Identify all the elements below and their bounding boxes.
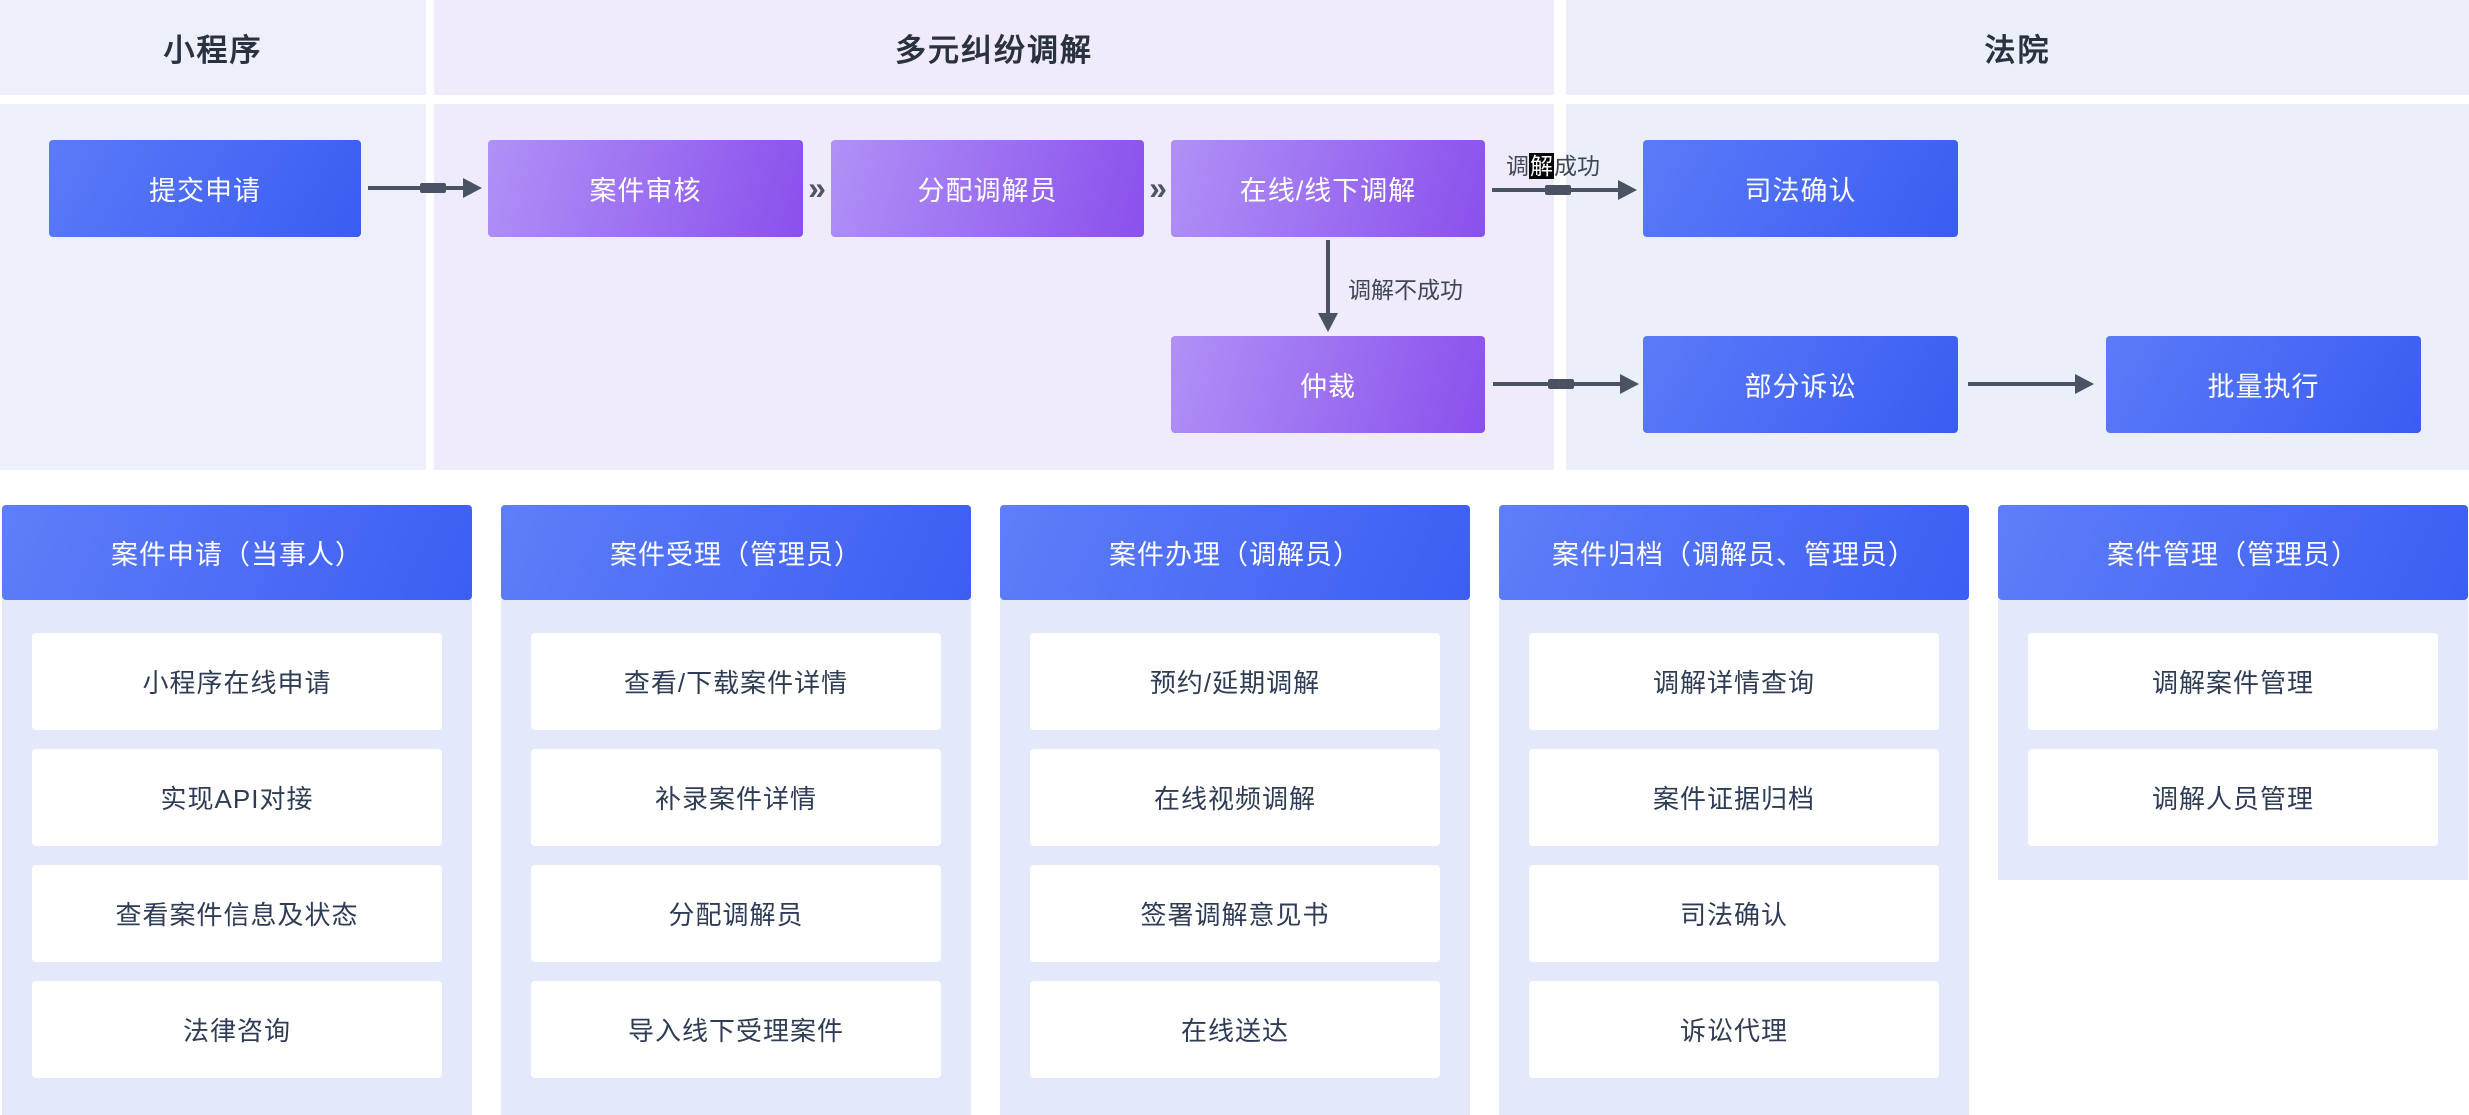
feature-card-label: 法律咨询 [182, 1016, 291, 1046]
flow-node-judicial-confirmation: 司法确认 [1643, 140, 1958, 237]
arrow-connector-mark [420, 183, 446, 193]
column-header-label: 案件申请（当事人） [111, 540, 363, 570]
label-fail-text: 调解不成功 [1348, 277, 1463, 303]
feature-card-label: 预约/延期调解 [1149, 668, 1321, 698]
flow-node-case-review: 案件审核 [488, 140, 803, 237]
feature-card: 调解案件管理 [2028, 633, 2438, 730]
label-mediation-success: 调解成功 [1506, 147, 1600, 181]
flow-node-assign-mediator: 分配调解员 [831, 140, 1144, 237]
flow-node-label: 分配调解员 [917, 176, 1058, 206]
feature-card: 司法确认 [1529, 865, 1939, 962]
column-header-label: 案件管理（管理员） [2107, 540, 2359, 570]
flow-node-label: 案件审核 [589, 176, 702, 206]
feature-card: 预约/延期调解 [1030, 633, 1440, 730]
column-header-case-acceptance: 案件受理（管理员） [501, 505, 971, 600]
flow-node-label: 司法确认 [1744, 176, 1857, 206]
chevron-glyph: » [808, 170, 826, 206]
lane-title-court: 法院 [1984, 33, 2051, 68]
flow-node-label: 在线/线下调解 [1239, 176, 1417, 206]
feature-card-label: 诉讼代理 [1679, 1016, 1788, 1046]
feature-card: 调解详情查询 [1529, 633, 1939, 730]
arrowhead-arbitration-to-litigation [1620, 374, 1639, 394]
feature-card: 在线视频调解 [1030, 749, 1440, 846]
flow-node-arbitration: 仲裁 [1171, 336, 1485, 433]
feature-card-label: 查看案件信息及状态 [115, 900, 359, 930]
label-success-part1: 调 [1506, 153, 1529, 179]
column-header-label: 案件归档（调解员、管理员） [1552, 540, 1916, 570]
label-mediation-fail: 调解不成功 [1348, 271, 1463, 305]
feature-card: 诉讼代理 [1529, 981, 1939, 1078]
flow-node-label: 提交申请 [149, 176, 261, 206]
feature-card-label: 实现API对接 [160, 784, 314, 814]
feature-card: 补录案件详情 [531, 749, 941, 846]
feature-card-label: 小程序在线申请 [142, 668, 332, 698]
flow-node-batch-execution: 批量执行 [2106, 336, 2421, 433]
feature-card: 签署调解意见书 [1030, 865, 1440, 962]
feature-card-label: 补录案件详情 [654, 784, 817, 814]
arrow-mediation-to-arbitration [1326, 240, 1330, 314]
chevron-right-icon: » [803, 140, 831, 237]
feature-card-label: 案件证据归档 [1652, 784, 1815, 814]
feature-card: 实现API对接 [32, 749, 442, 846]
feature-card-label: 查看/下载案件详情 [623, 668, 849, 698]
arrowhead-mediation-to-arbitration [1318, 313, 1338, 332]
column-header-case-application: 案件申请（当事人） [2, 505, 472, 600]
feature-card-label: 在线视频调解 [1153, 784, 1316, 814]
feature-card-label: 调解案件管理 [2151, 668, 2314, 698]
arrow-litigation-to-batch [1968, 382, 2076, 386]
column-header-case-archiving: 案件归档（调解员、管理员） [1499, 505, 1969, 600]
lane-title-mediation: 多元纠纷调解 [895, 33, 1093, 68]
flow-node-partial-litigation: 部分诉讼 [1643, 336, 1958, 433]
label-success-highlighted-char: 解 [1529, 153, 1554, 179]
feature-card: 查看/下载案件详情 [531, 633, 941, 730]
feature-card-label: 导入线下受理案件 [627, 1016, 844, 1046]
feature-card-label: 司法确认 [1679, 900, 1788, 930]
arrowhead-mediation-to-confirm [1618, 180, 1637, 200]
lane-header-court: 法院 [1566, 0, 2469, 95]
flow-node-label: 仲裁 [1300, 372, 1356, 402]
feature-card-label: 调解人员管理 [2151, 784, 2314, 814]
lane-header-mediation: 多元纠纷调解 [434, 0, 1554, 95]
column-header-label: 案件办理（调解员） [1109, 540, 1361, 570]
feature-card: 案件证据归档 [1529, 749, 1939, 846]
label-success-part2: 成功 [1554, 153, 1600, 179]
feature-card-label: 调解详情查询 [1652, 668, 1815, 698]
arrow-submit-to-review [368, 186, 464, 190]
arrow-connector-mark [1548, 379, 1574, 389]
feature-card: 法律咨询 [32, 981, 442, 1078]
feature-card: 调解人员管理 [2028, 749, 2438, 846]
column-header-case-management: 案件管理（管理员） [1998, 505, 2468, 600]
flow-node-label: 部分诉讼 [1744, 372, 1857, 402]
lane-header-mini-program: 小程序 [0, 0, 426, 95]
feature-card-label: 在线送达 [1180, 1016, 1289, 1046]
flow-node-label: 批量执行 [2207, 372, 2320, 402]
column-header-case-handling: 案件办理（调解员） [1000, 505, 1470, 600]
arrowhead-submit-to-review [463, 178, 482, 198]
lane-title-mini-program: 小程序 [163, 33, 263, 68]
arrow-connector-mark [1545, 185, 1571, 195]
arrowhead-litigation-to-batch [2075, 374, 2094, 394]
feature-card: 导入线下受理案件 [531, 981, 941, 1078]
feature-card-label: 签署调解意见书 [1140, 900, 1330, 930]
flow-node-submit-application: 提交申请 [49, 140, 361, 237]
chevron-right-icon: » [1144, 140, 1172, 237]
feature-card: 小程序在线申请 [32, 633, 442, 730]
flow-node-online-offline-mediation: 在线/线下调解 [1171, 140, 1485, 237]
chevron-glyph: » [1149, 170, 1167, 206]
feature-card: 查看案件信息及状态 [32, 865, 442, 962]
feature-card: 分配调解员 [531, 865, 941, 962]
column-header-label: 案件受理（管理员） [610, 540, 862, 570]
feature-card: 在线送达 [1030, 981, 1440, 1078]
feature-card-label: 分配调解员 [668, 900, 804, 930]
